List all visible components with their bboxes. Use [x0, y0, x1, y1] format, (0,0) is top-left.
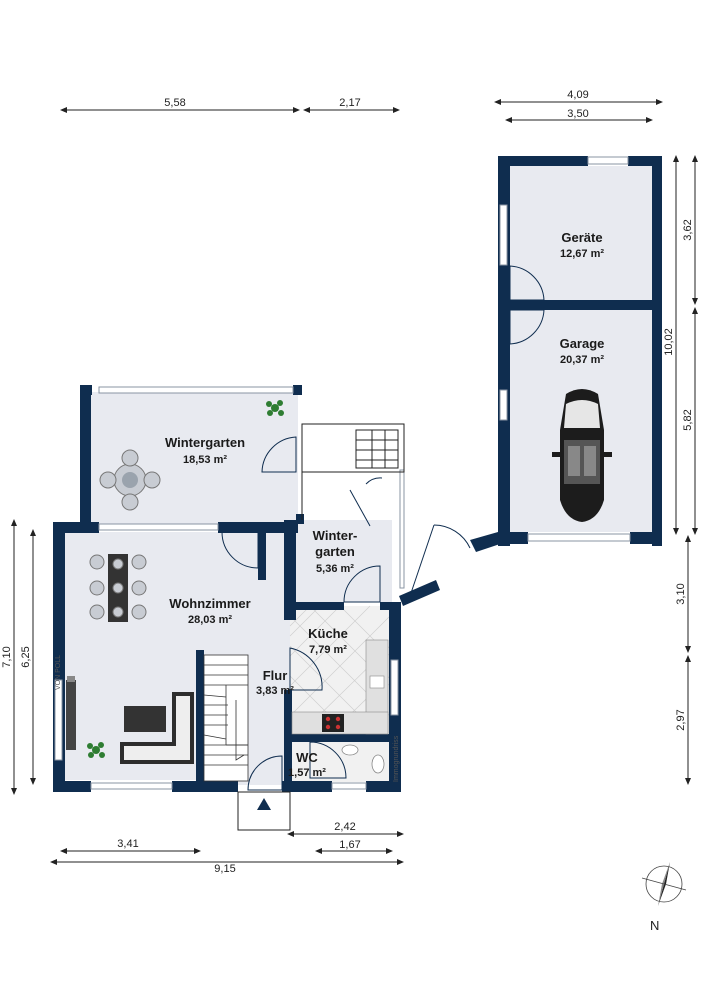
room-area-garage: 20,37 m²	[560, 354, 604, 366]
room-label-wohnzimmer: Wohnzimmer	[169, 596, 250, 611]
sink-icon	[369, 675, 385, 689]
room-label-wintergarten-small-1: Winter-	[313, 528, 358, 543]
room-area-wintergarten: 18,53 m²	[183, 454, 227, 466]
wc-sink-icon	[341, 744, 359, 756]
stove-icon	[322, 714, 344, 732]
dim-right-garage: 5,82	[682, 409, 694, 430]
dim-top-garage-inner: 3,50	[567, 108, 588, 120]
dim-right-total: 10,02	[663, 328, 675, 356]
room-label-garage: Garage	[560, 336, 605, 351]
dim-top-garage-outer: 4,09	[567, 89, 588, 101]
dim-right-gap: 3,10	[675, 583, 687, 604]
watermark-text: Immogrundriss	[393, 735, 400, 782]
plant-icon	[87, 742, 105, 758]
dim-top-extension: 2,17	[339, 97, 360, 109]
plaque: VON POLL	[55, 655, 62, 690]
furniture	[66, 389, 612, 774]
room-label-geraete: Geräte	[561, 230, 602, 245]
room-area-geraete: 12,67 m²	[560, 248, 604, 260]
staircase	[203, 654, 249, 782]
windows	[54, 156, 631, 790]
dimension-lines: 5,58 2,17 4,09 3,50 3,62 10,02 5,82 3,10…	[1, 89, 698, 875]
room-area-kueche: 7,79 m²	[309, 644, 347, 656]
plaque-line1: VON POLL	[55, 655, 62, 690]
room-area-wc: 1,57 m²	[288, 767, 326, 779]
car-icon	[552, 389, 612, 522]
geraete-floor	[508, 166, 656, 302]
room-area-wintergarten-small: 5,36 m²	[316, 563, 354, 575]
dim-bottom-total: 9,15	[214, 863, 235, 875]
room-area-wohnzimmer: 28,03 m²	[188, 614, 232, 626]
wc-fixtures	[341, 744, 385, 774]
wall-unit	[66, 676, 76, 750]
outdoor-elements	[237, 423, 405, 831]
room-label-wintergarten: Wintergarten	[165, 435, 245, 450]
room-label-kueche: Küche	[308, 626, 348, 641]
kitchen-counter	[291, 639, 389, 735]
dim-bottom-wc-inner: 1,67	[339, 839, 360, 851]
room-labels: Wintergarten 18,53 m² Wohnzimmer 28,03 m…	[165, 230, 604, 779]
wintergarten-small-floor	[296, 520, 392, 602]
dim-right-geraete: 3,62	[682, 219, 694, 240]
dim-top-house: 5,58	[164, 97, 185, 109]
walls	[53, 156, 662, 792]
room-label-flur: Flur	[263, 668, 288, 683]
dining-table	[89, 554, 147, 622]
dim-left-outer: 7,10	[1, 646, 13, 667]
dim-bottom-left: 3,41	[117, 838, 138, 850]
compass-icon: N	[641, 862, 687, 933]
compass-north-label: N	[650, 918, 659, 933]
room-label-wintergarten-small-2: garten	[315, 544, 355, 559]
dim-left-inner: 6,25	[20, 646, 32, 667]
dim-bottom-wc-outer: 2,42	[334, 821, 355, 833]
round-table	[99, 449, 161, 511]
toilet-icon	[371, 754, 385, 774]
plant-icon	[266, 400, 284, 416]
dim-right-lower: 2,97	[675, 709, 687, 730]
doors	[221, 265, 545, 791]
room-area-flur: 3,83 m²	[256, 685, 294, 697]
entrance-arrow-icon	[257, 798, 271, 810]
room-label-wc: WC	[296, 750, 318, 765]
sofa	[120, 692, 194, 764]
